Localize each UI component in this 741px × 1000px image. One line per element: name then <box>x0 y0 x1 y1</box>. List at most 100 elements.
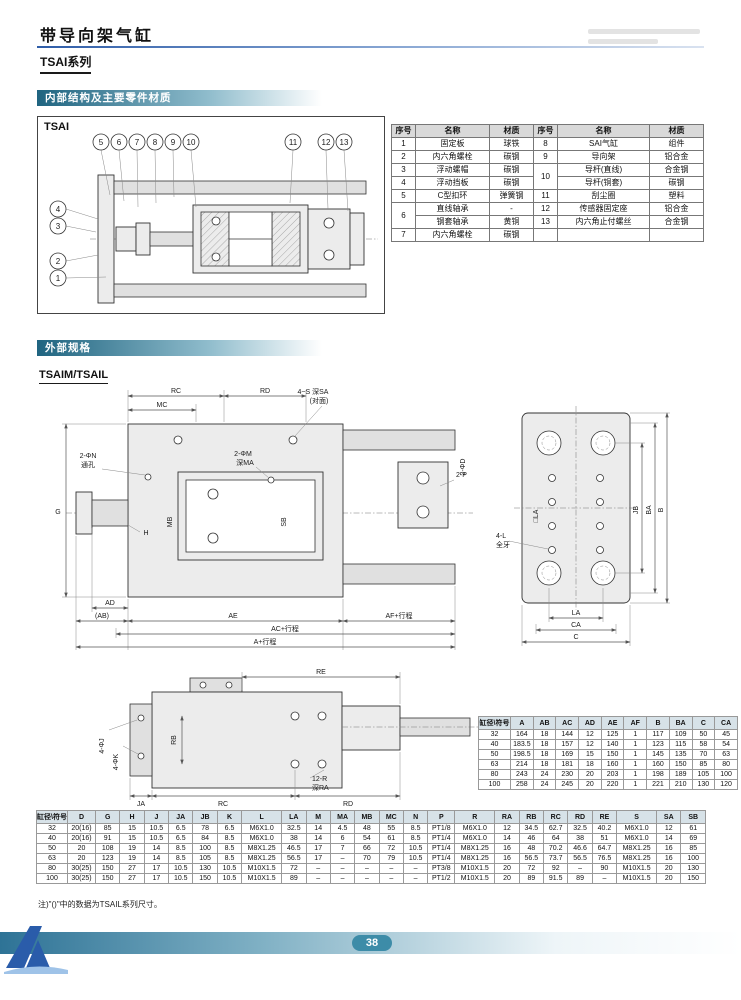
row-header: 50 <box>478 749 511 760</box>
col-header: SA <box>656 810 682 824</box>
cell: PT3/8 <box>427 863 456 874</box>
cell: 214 <box>510 759 534 770</box>
cell: 70.2 <box>543 843 569 854</box>
cell: 123 <box>94 853 121 864</box>
cell: 183.5 <box>510 739 534 750</box>
row-header: 40 <box>478 739 511 750</box>
cell: M10X1.5 <box>616 873 658 884</box>
callout-12: 12 <box>317 133 335 210</box>
row-header: 63 <box>36 853 68 864</box>
cell: 105 <box>192 853 218 864</box>
table-header-row: 序号 名称 材质 序号 名称 材质 <box>391 124 704 138</box>
cell: 2 <box>391 150 416 164</box>
col-header: RA <box>494 810 520 824</box>
cell: 铝合金 <box>649 150 704 164</box>
cell: 14 <box>143 853 170 864</box>
cell: – <box>329 853 356 864</box>
cell: 导杆(铜套) <box>557 176 650 190</box>
cell: M8X1.25 <box>616 843 658 854</box>
svg-text:JA: JA <box>137 801 146 808</box>
cell: – <box>329 863 356 874</box>
cell: 189 <box>668 769 693 780</box>
cell: 19 <box>119 843 145 854</box>
cell: 160 <box>600 759 625 770</box>
cell: 70 <box>691 749 716 760</box>
svg-text:B: B <box>658 507 665 512</box>
cell: – <box>305 863 331 874</box>
cell: 150 <box>192 873 218 884</box>
cell: PT1/4 <box>427 853 456 864</box>
col-header: B <box>646 716 670 730</box>
cell: 6.5 <box>216 823 243 834</box>
col-header: RD <box>567 810 593 824</box>
row-header: 32 <box>36 823 68 834</box>
svg-text:SB: SB <box>281 517 288 527</box>
cell: 10.5 <box>402 843 429 854</box>
col-header: BA <box>668 716 693 730</box>
dimension-drawing-plate: □LA 4-L 全牙 JB BA B LA CA <box>496 406 670 646</box>
svg-text:RB: RB <box>171 735 178 745</box>
table-row: 5 C型扣环 弹簧钢 11 刮尘圈 塑料 <box>391 189 704 203</box>
cell: 12 <box>533 202 558 216</box>
cell: 固定板 <box>415 137 490 151</box>
col-header: M <box>305 810 331 824</box>
table-row: 钢套轴承 黄铜 13 内六角止付螺丝 合金钢 <box>392 215 704 229</box>
cell: 109 <box>668 729 693 740</box>
cell: 17 <box>305 843 331 854</box>
cell: 164 <box>510 729 534 740</box>
col-header: 缸径\符号 <box>478 716 511 730</box>
svg-text:4: 4 <box>56 205 61 214</box>
cell: 12 <box>578 739 602 750</box>
cell: 58 <box>691 739 716 750</box>
cell: 48 <box>354 823 380 834</box>
row-header: 100 <box>36 873 68 884</box>
cell: 18 <box>532 729 557 740</box>
dimensions: RE RB 4-ΦJ 4-ΦK JA RC RD 12-R 深RA <box>99 669 401 808</box>
cell: 72 <box>378 843 404 854</box>
cell: 内六角止付螺丝 <box>557 215 650 229</box>
cell: 20 <box>67 843 96 854</box>
callout-2: 2 <box>49 252 99 270</box>
row-header: 50 <box>36 843 68 854</box>
cell: 108 <box>94 843 121 854</box>
row-header: 80 <box>36 863 68 874</box>
cell: M10X1.5 <box>616 863 658 874</box>
cell: 243 <box>510 769 534 780</box>
svg-text:5: 5 <box>99 138 104 147</box>
cell: 89 <box>567 873 593 884</box>
svg-text:C: C <box>573 634 578 641</box>
cell: 18 <box>532 759 557 770</box>
cell: 150 <box>94 863 121 874</box>
svg-text:BA: BA <box>646 505 653 515</box>
cell: 合金钢 <box>649 163 704 177</box>
cell: 258 <box>510 779 534 790</box>
cell: 10.5 <box>216 873 243 884</box>
col-header: LA <box>281 810 307 824</box>
cell: 黄铜 <box>489 215 534 229</box>
cell: 12 <box>578 729 602 740</box>
row-header: 32 <box>478 729 511 740</box>
cell: 221 <box>646 779 670 790</box>
table-row: 3 浮动螺帽 碳钢 10 导杆(直线) 合金钢 <box>391 163 704 190</box>
cell: 4 <box>391 176 416 190</box>
col-header: 缸径\符号 <box>36 810 68 824</box>
cell: 85 <box>680 843 706 854</box>
cell: 8.5 <box>402 833 429 844</box>
callout-11: 11 <box>284 133 302 204</box>
col-header: MA <box>329 810 356 824</box>
cell: 12 <box>656 823 682 834</box>
cell: 46 <box>518 833 545 844</box>
col-header: JA <box>168 810 194 824</box>
cell: 10.5 <box>143 823 170 834</box>
row-header: 80 <box>478 769 511 780</box>
cell <box>557 228 650 242</box>
cell: 72 <box>281 863 307 874</box>
cell: 64 <box>543 833 569 844</box>
cell: 169 <box>555 749 580 760</box>
